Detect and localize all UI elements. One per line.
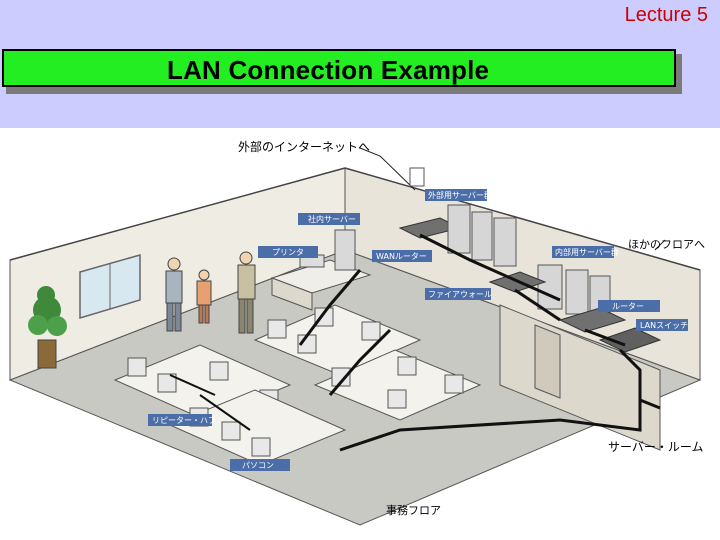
intranet-servers-tag	[552, 246, 614, 258]
desk-row-2	[313, 349, 482, 421]
server-room-door	[534, 324, 561, 399]
lan-office-illustration: 外部のインターネットへ 外部用サーバー群 社内サーバー プリンタ WANルーター…	[8, 139, 705, 526]
public-server-tag	[425, 189, 487, 201]
router-device	[558, 307, 627, 333]
lan-switch-device	[598, 327, 662, 353]
wan-router-label: WANルーター	[376, 252, 427, 261]
printer-desk	[270, 229, 372, 311]
public-server-label: 外部用サーバー群	[428, 190, 492, 200]
firewall-tag	[425, 288, 491, 300]
intranet-servers	[537, 264, 611, 321]
lan-switch-label: LANスイッチ	[640, 321, 688, 330]
server-room-label: サーバー・ルーム	[608, 440, 704, 454]
internet-label: 外部のインターネットへ	[238, 139, 370, 154]
other-floor-label: ほかのフロアへ	[628, 238, 705, 251]
printer-tag	[258, 246, 318, 258]
internal-server-tag	[298, 213, 360, 225]
router-label: ルーター	[612, 302, 644, 311]
wan-router-tag	[372, 250, 432, 262]
lan-cables	[298, 233, 661, 452]
repeater-hub-label: リピーター・ハブ	[152, 415, 216, 425]
window	[79, 254, 141, 320]
printer-label: プリンタ	[272, 248, 304, 257]
pc-tag	[230, 459, 290, 471]
firewall-label: ファイアウォール	[428, 290, 492, 299]
intranet-servers-label: 内部用サーバー群	[555, 247, 619, 257]
desk-cables	[169, 374, 251, 431]
lan-switch-tag	[636, 319, 688, 331]
slide-title: LAN Connection Example	[167, 55, 490, 85]
repeater-hub-tag	[148, 414, 212, 426]
internal-server-label: 社内サーバー	[308, 214, 356, 224]
pc-label: パソコン	[242, 461, 274, 470]
desk-row-4	[168, 389, 347, 466]
office-floor-label: 事務フロア	[386, 503, 441, 517]
router-tag	[598, 300, 660, 312]
title-box	[2, 49, 676, 87]
plant	[28, 286, 67, 369]
public-servers	[447, 204, 517, 267]
diagram-labels: 外部のインターネットへ 外部用サーバー群 社内サーバー プリンタ WANルーター…	[148, 139, 705, 517]
lecture-label: Lecture 5	[624, 4, 708, 26]
people	[165, 251, 256, 334]
